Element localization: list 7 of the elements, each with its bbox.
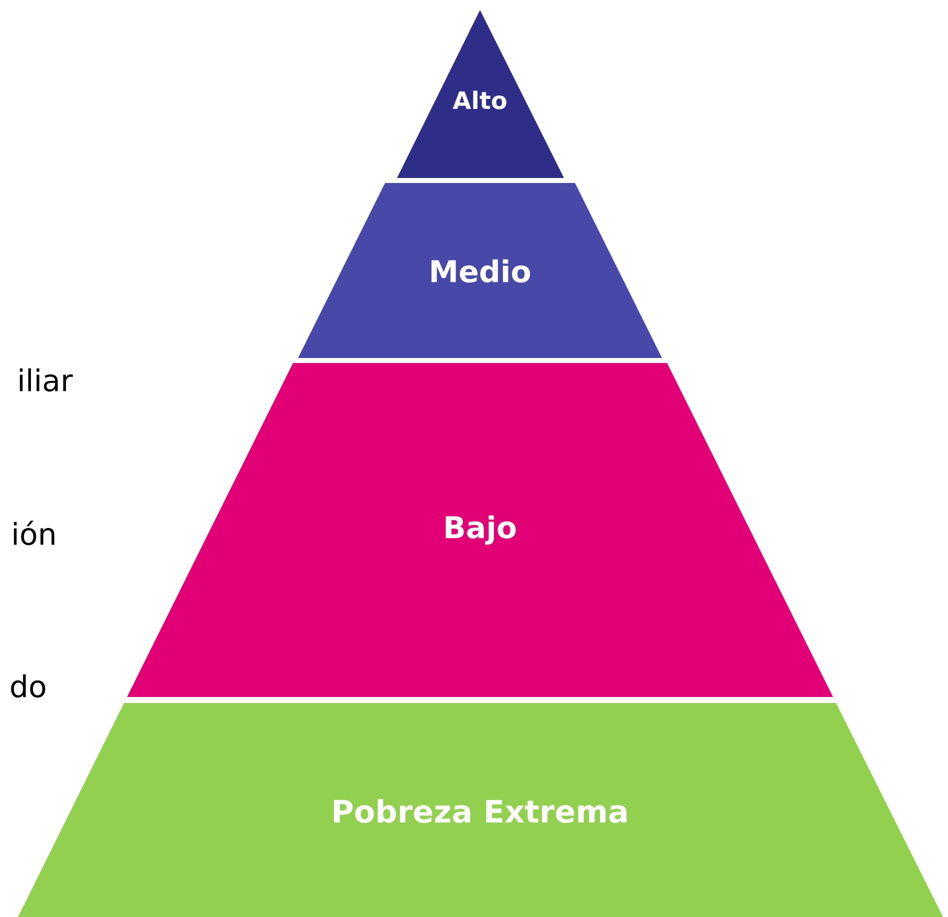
side-label: iliar <box>20 368 73 392</box>
side-label: ión <box>14 520 54 546</box>
side-label: do <box>11 674 46 698</box>
pyramid-tier: Alto <box>397 10 564 178</box>
pyramid-tier: Pobreza Extrema <box>18 702 943 917</box>
pyramid-tier: Bajo <box>127 362 833 697</box>
pyramid-tier: Medio <box>298 182 662 358</box>
